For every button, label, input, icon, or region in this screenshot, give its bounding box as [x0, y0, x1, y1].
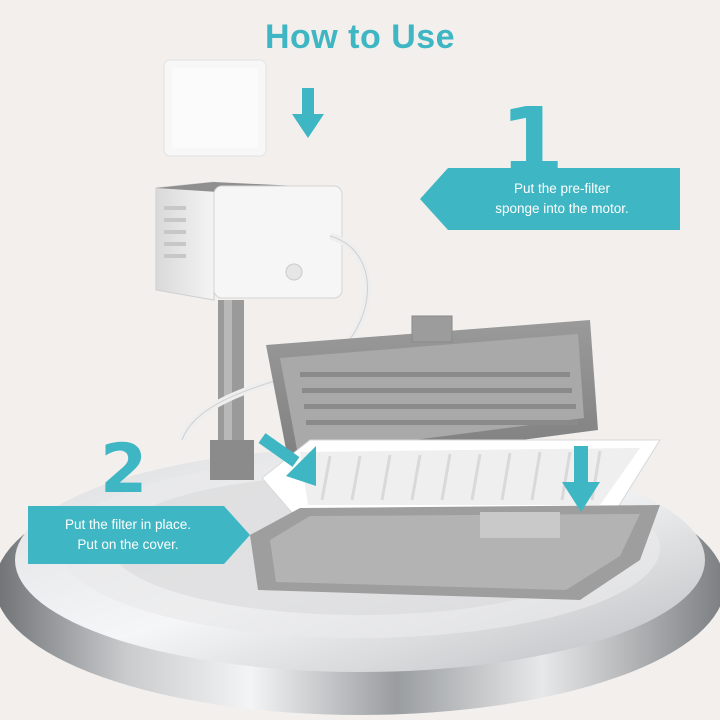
step-1-line1: Put the pre-filter: [513, 181, 611, 196]
step-2-line1: Put the filter in place.: [64, 517, 192, 532]
callout-1-shape: [420, 168, 680, 230]
filter-cover: [266, 315, 598, 470]
step-2-callout: Put the filter in place. Put on the cove…: [28, 506, 250, 564]
step-number-2: 2: [100, 430, 148, 509]
pre-filter-sponge: [163, 59, 267, 157]
filter-base-housing: [250, 505, 660, 600]
step-1-line2: sponge into the motor.: [495, 201, 629, 216]
step-2-line2: Put on the cover.: [77, 537, 179, 552]
pump-stem: [210, 300, 254, 480]
arrow-down-icon: [292, 88, 324, 138]
step-1-text: Put the pre-filter sponge into the motor…: [471, 179, 629, 219]
step-1-callout: Put the pre-filter sponge into the motor…: [420, 168, 680, 230]
callout-2-shape: [28, 506, 250, 564]
arrow-insert-icon: [258, 433, 600, 512]
step-2-text: Put the filter in place. Put on the cove…: [65, 515, 213, 555]
page-title: How to Use: [264, 18, 456, 56]
